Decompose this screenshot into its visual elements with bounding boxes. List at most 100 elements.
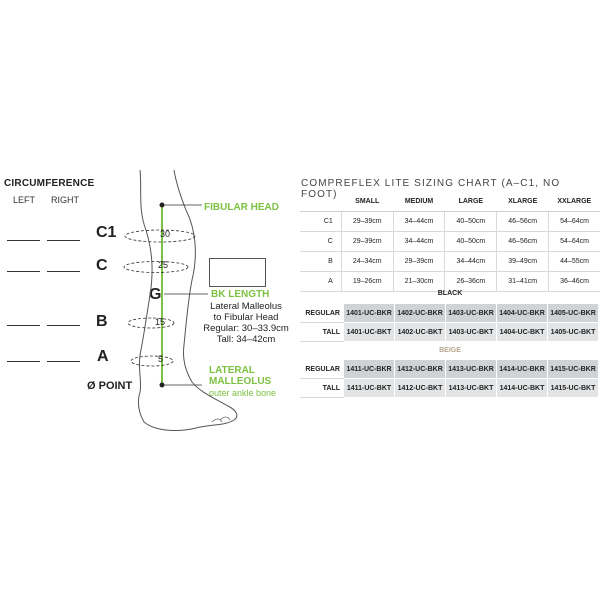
lateral-malleolus-dot: [159, 382, 165, 388]
table-cell: 31–41cm: [496, 271, 549, 292]
product-code: 1401-UC-BKT: [343, 322, 395, 342]
product-code: 1411-UC-BKR: [343, 360, 395, 379]
product-code: 1403-UC-BKR: [445, 304, 497, 323]
table-row: A 19–26cm 21–30cm 26–36cm 31–41cm 36–46c…: [300, 271, 600, 292]
product-code: 1405-UC-BKT: [547, 322, 598, 342]
b-left-blank[interactable]: [7, 325, 40, 326]
row-label-c: C: [300, 231, 342, 252]
black-codes-table: REGULAR 1401-UC-BKR 1402-UC-BKR 1403-UC-…: [300, 304, 598, 342]
row-label-c1: C1: [300, 211, 342, 232]
circumference-title: CIRCUMFERENCE: [4, 178, 95, 189]
c-left-blank[interactable]: [7, 271, 40, 272]
table-cell: 36–46cm: [548, 271, 600, 292]
col-xlarge: XLARGE: [496, 192, 549, 212]
table-cell: 40–50cm: [444, 231, 497, 252]
c1-right-blank[interactable]: [47, 240, 80, 241]
c-right-blank[interactable]: [47, 271, 80, 272]
product-code: 1414-UC-BKR: [496, 360, 548, 379]
zero-point-label: Ø POINT: [87, 380, 133, 392]
table-cell: 54–64cm: [548, 231, 600, 252]
product-code: 1411-UC-BKT: [343, 378, 395, 398]
bk-desc-line-1: Lateral Malleolus: [210, 301, 282, 312]
table-cell: 46–56cm: [496, 231, 549, 252]
table-cell: 44–55cm: [548, 251, 600, 272]
bk-desc-line-3: Regular: 30–33.9cm: [203, 323, 289, 334]
col-large: LARGE: [444, 192, 497, 212]
product-code: 1415-UC-BKR: [547, 360, 598, 379]
table-cell: 46–56cm: [496, 211, 549, 232]
table-cell: 19–26cm: [340, 271, 394, 292]
table-cell: 26–36cm: [444, 271, 497, 292]
zone-label-b: B: [96, 313, 108, 330]
beige-section-title: BEIGE: [439, 347, 461, 354]
outer-ankle-bone-label: outer ankle bone: [209, 388, 277, 398]
product-code: 1402-UC-BKR: [394, 304, 446, 323]
fibular-head-dot: [159, 202, 165, 208]
table-cell: 21–30cm: [392, 271, 445, 292]
product-code: 1404-UC-BKT: [496, 322, 548, 342]
row-label-b: B: [300, 251, 342, 272]
b-right-blank[interactable]: [47, 325, 80, 326]
col-small: SMALL: [341, 192, 394, 212]
sizing-header-row: SMALL MEDIUM LARGE XLARGE XXLARGE: [300, 192, 600, 212]
zone-label-c: C: [96, 257, 108, 274]
corner-cell: [300, 192, 342, 212]
ruler-mark-5: 5: [158, 354, 164, 364]
row-label-regular: REGULAR: [300, 360, 344, 379]
table-cell: 24–34cm: [340, 251, 394, 272]
row-label-tall: TALL: [300, 322, 344, 342]
table-cell: 29–39cm: [392, 251, 445, 272]
c-circumference-ring: [123, 261, 189, 273]
table-row: C 29–39cm 34–44cm 40–50cm 46–56cm 54–64c…: [300, 231, 600, 252]
product-code: 1412-UC-BKT: [394, 378, 446, 398]
table-row: TALL 1401-UC-BKT 1402-UC-BKT 1403-UC-BKT…: [300, 322, 598, 342]
col-xxlarge: XXLARGE: [548, 192, 600, 212]
table-row: REGULAR 1411-UC-BKR 1412-UC-BKR 1413-UC-…: [300, 360, 598, 379]
black-section-title: BLACK: [437, 290, 463, 297]
product-code: 1414-UC-BKT: [496, 378, 548, 398]
product-code: 1401-UC-BKR: [343, 304, 395, 323]
a-right-blank[interactable]: [47, 361, 80, 362]
right-column-label: RIGHT: [51, 195, 79, 205]
fibular-head-label: FIBULAR HEAD: [204, 202, 279, 213]
toe-lines: [211, 416, 231, 423]
zone-label-a: A: [97, 348, 109, 365]
leg-illustration: [123, 170, 238, 431]
zone-label-c1: C1: [96, 224, 117, 241]
table-cell: 34–44cm: [392, 211, 445, 232]
lateral-line-2: MALLEOLUS: [209, 376, 272, 387]
table-cell: 29–39cm: [340, 211, 394, 232]
lateral-malleolus-label: LATERAL MALLEOLUS: [209, 365, 271, 387]
lateral-line-1: LATERAL: [209, 365, 255, 376]
beige-codes-table: REGULAR 1411-UC-BKR 1412-UC-BKR 1413-UC-…: [300, 360, 598, 398]
table-cell: 34–44cm: [444, 251, 497, 272]
table-cell: 54–64cm: [548, 211, 600, 232]
ruler-mark-25: 25: [158, 260, 169, 270]
row-label-tall: TALL: [300, 378, 344, 398]
table-cell: 29–39cm: [340, 231, 394, 252]
table-cell: 40–50cm: [444, 211, 497, 232]
product-code: 1412-UC-BKR: [394, 360, 446, 379]
table-cell: 34–44cm: [392, 231, 445, 252]
row-label-a: A: [300, 271, 342, 292]
bk-length-description: Lateral Malleolus to Fibular Head Regula…: [203, 301, 289, 345]
c1-left-blank[interactable]: [7, 240, 40, 241]
a-circumference-ring: [130, 355, 174, 367]
ruler-mark-15: 15: [155, 317, 166, 327]
a-left-blank[interactable]: [7, 361, 40, 362]
product-code: 1402-UC-BKT: [394, 322, 446, 342]
product-code: 1413-UC-BKR: [445, 360, 497, 379]
table-row: TALL 1411-UC-BKT 1412-UC-BKT 1413-UC-BKT…: [300, 378, 598, 398]
bk-length-entry-box[interactable]: [209, 258, 266, 287]
col-medium: MEDIUM: [393, 192, 445, 212]
product-code: 1404-UC-BKR: [496, 304, 548, 323]
ruler-mark-30: 30: [160, 229, 171, 239]
zone-label-g: G: [149, 286, 162, 303]
product-code: 1415-UC-BKT: [547, 378, 598, 398]
table-row: C1 29–39cm 34–44cm 40–50cm 46–56cm 54–64…: [300, 211, 600, 232]
bk-length-label: BK LENGTH: [211, 289, 270, 300]
product-code: 1405-UC-BKR: [547, 304, 598, 323]
table-row: B 24–34cm 29–39cm 34–44cm 39–49cm 44–55c…: [300, 251, 600, 272]
product-code: 1403-UC-BKT: [445, 322, 497, 342]
table-cell: 39–49cm: [496, 251, 549, 272]
